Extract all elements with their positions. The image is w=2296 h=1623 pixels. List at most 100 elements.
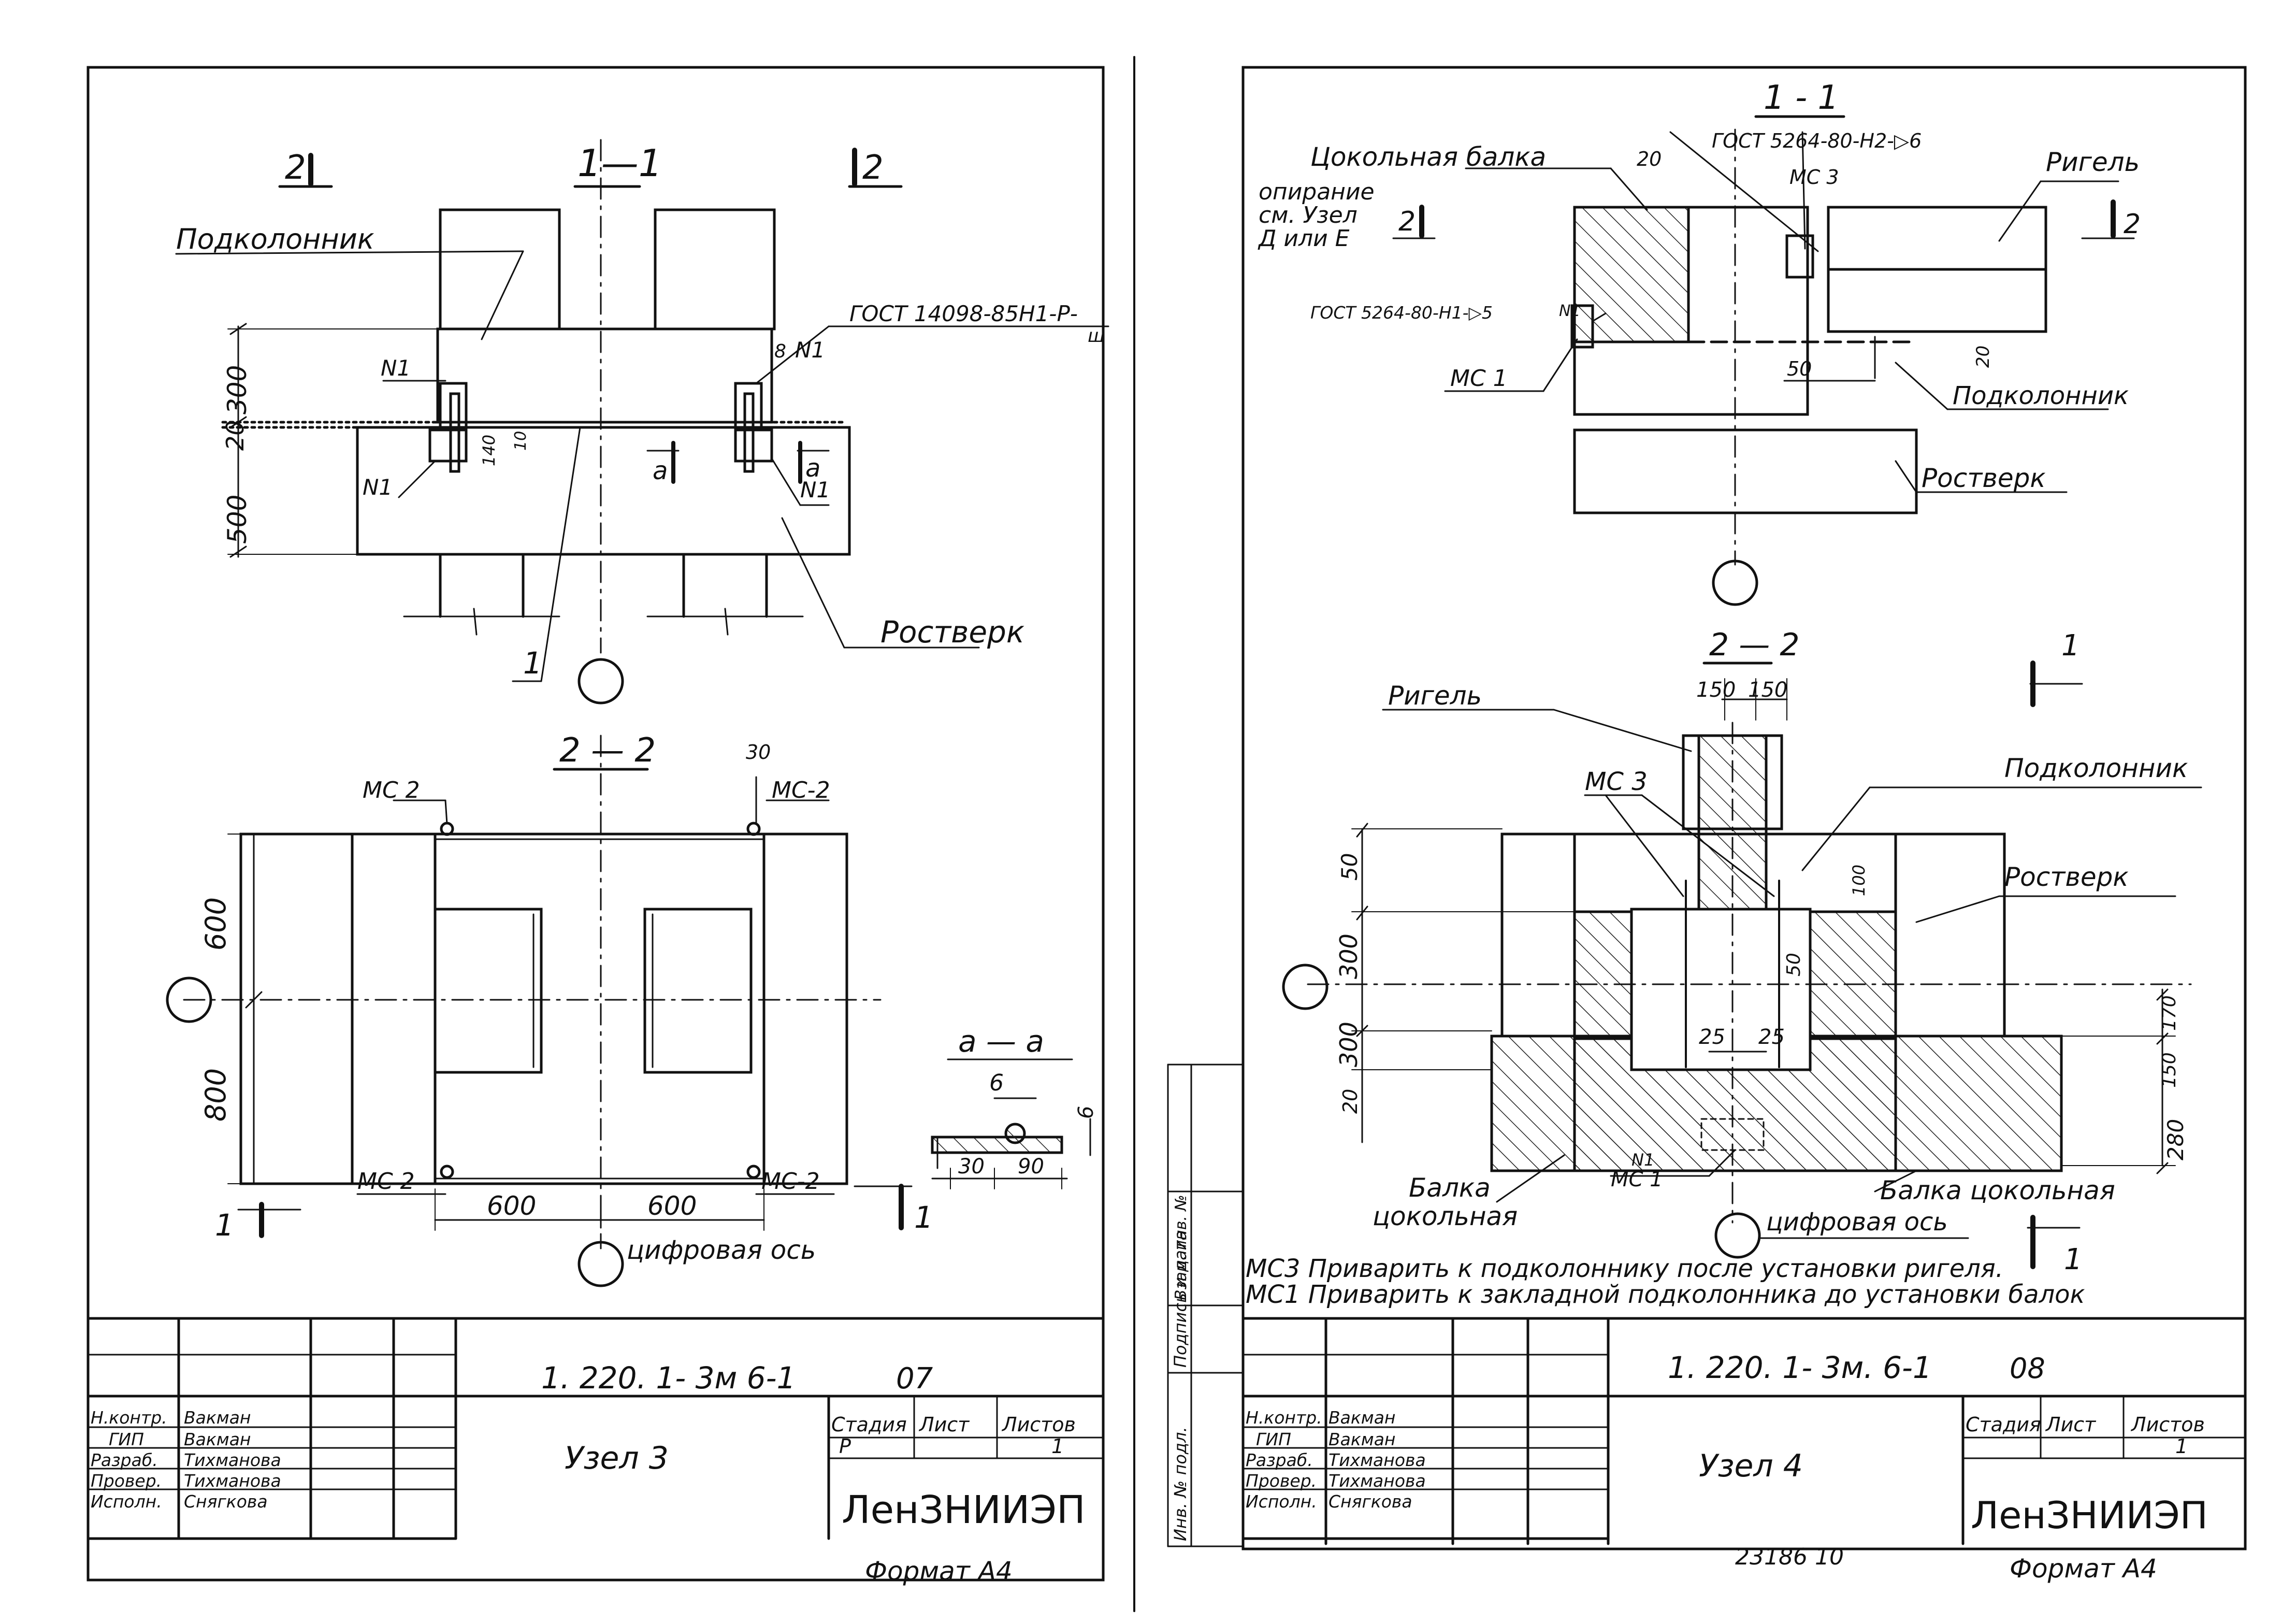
- right-22-title: 2 — 2: [1709, 627, 1800, 663]
- right-11-gost-left: ГОСТ 5264-80-Н1-▷5: [1310, 303, 1493, 323]
- right-tb-role-3: Провер.: [1246, 1471, 1317, 1491]
- right-note-1: МС1 Приварить к закладной подколонника д…: [1246, 1280, 2085, 1309]
- left-11-n1-top-left: N1: [381, 355, 411, 381]
- right-22-axis-label: цифровая ось: [1766, 1208, 1948, 1237]
- right-side-label-2: Взам. инв. №: [1172, 1195, 1190, 1300]
- right-tb-role-4: Исполн.: [1246, 1491, 1317, 1512]
- right-11-mc3: МС 3: [1789, 166, 1839, 189]
- right-11-cut-left: 2: [1398, 206, 1416, 237]
- right-side-label-1: Подпись и дата: [1171, 1230, 1190, 1368]
- left-22-dim-800v: 800: [199, 1068, 232, 1122]
- right-22-podkolonnik: Подколонник: [2004, 753, 2188, 783]
- right-tb-role-1: ГИП: [1256, 1429, 1291, 1449]
- left-11-gost-label: ГОСТ 14098-85Н1-Р-: [849, 301, 1078, 326]
- right-11-dim-20: 20: [1637, 148, 1662, 170]
- left-tb-list-hdr: Лист: [918, 1413, 970, 1436]
- left-11-cut-left: 2: [285, 149, 306, 187]
- right-22-mc3: МС 3: [1585, 767, 1648, 796]
- right-11-bearing-2: см. Узел: [1259, 202, 1358, 228]
- right-22-dim-150b: 150: [1748, 678, 1787, 702]
- right-11-bearing-3: Д или Е: [1258, 225, 1350, 252]
- left-11-dim-10: 10: [512, 431, 530, 451]
- right-11-bearing-1: опирание: [1259, 179, 1375, 205]
- left-22-title: 2 — 2: [559, 731, 656, 770]
- left-11-n1-bottom-right: N1: [800, 477, 830, 502]
- right-tb-org: ЛенЗНИИЭП: [1971, 1493, 2208, 1537]
- left-22-dim-600v: 600: [199, 897, 232, 951]
- right-22-beam-right: Балка цокольная: [1880, 1175, 2115, 1205]
- left-section-1-1: [175, 139, 1109, 705]
- left-11-dim-500: 500: [222, 495, 252, 544]
- left-11-podkolonnik-label: Подколонник: [176, 223, 374, 255]
- right-22-dim-20: 20: [1339, 1089, 1362, 1114]
- left-11-a-mark-left: a: [653, 456, 668, 485]
- left-22-dim-600h-left: 600: [487, 1191, 536, 1221]
- right-22-dim-50: 50: [1337, 853, 1362, 881]
- right-22-cut-1-bottom: 1: [2064, 1243, 2083, 1276]
- right-tb-name-0: Вакман: [1328, 1407, 1396, 1428]
- left-frame: [86, 66, 1105, 1582]
- right-side-label-0: Инв. № подл.: [1171, 1427, 1190, 1541]
- left-tb-role-0: Н.контр.: [91, 1407, 167, 1428]
- right-11-podkolonnik: Подколонник: [1953, 381, 2129, 410]
- right-22-dim-170: 170: [2159, 995, 2180, 1031]
- right-22-n1: N1: [1631, 1150, 1654, 1170]
- left-11-rostverk-label: Ростверк: [880, 614, 1024, 650]
- left-11-dim-20: 20: [221, 420, 249, 451]
- left-tb-format: Формат А4: [865, 1556, 1013, 1586]
- right-tb-stage-hdr: Стадия: [1966, 1413, 2041, 1436]
- left-tb-listov-hdr: Листов: [1001, 1413, 1076, 1436]
- left-22-mc2-bottom-left: МС 2: [357, 1168, 415, 1195]
- right-11-rigel: Ригель: [2046, 147, 2140, 177]
- left-22-mc2-top-left: МС 2: [363, 777, 420, 803]
- left-tb-role-1: ГИП: [109, 1429, 144, 1449]
- right-22-mc1: МС 1: [1611, 1168, 1663, 1191]
- left-11-n1-top-right: N1: [795, 337, 825, 363]
- left-tb-node: Узел 3: [565, 1440, 669, 1476]
- left-tb-name-3: Тихманова: [184, 1471, 281, 1491]
- right-22-dim-50b: 50: [1783, 953, 1804, 976]
- right-11-dim-20b: 20: [1973, 346, 1994, 368]
- left-11-weld-8: 8: [774, 341, 786, 362]
- right-tb-listov-hdr: Листов: [2130, 1413, 2205, 1436]
- right-22-dim-280: 280: [2163, 1119, 2188, 1160]
- left-11-leader-1: 1: [523, 645, 542, 681]
- left-11-cut-right: 2: [862, 149, 884, 187]
- right-tb-sheet-no: 08: [2010, 1352, 2045, 1385]
- left-tb-name-0: Вакман: [184, 1407, 251, 1428]
- right-tb-name-1: Вакман: [1328, 1429, 1396, 1449]
- left-sheet: [86, 56, 1135, 1612]
- left-22-mc2-top-right: МС-2: [772, 777, 830, 803]
- right-22-dim-100: 100: [1849, 865, 1869, 896]
- left-tb-sheet-no: 07: [896, 1362, 933, 1396]
- left-title-block: [86, 1317, 1105, 1540]
- right-11-beam-label: Цокольная балка: [1310, 142, 1546, 172]
- right-22-rostverk: Ростверк: [2004, 862, 2129, 892]
- right-sheet: [1167, 66, 2247, 1550]
- right-11-cut-right: 2: [2124, 209, 2141, 240]
- right-tb-archive: 23186 10: [1735, 1544, 1844, 1570]
- left-tb-role-2: Разраб.: [91, 1450, 158, 1470]
- left-tb-name-1: Вакман: [184, 1429, 251, 1449]
- right-22-dim-300b: 300: [1335, 1022, 1363, 1067]
- right-22-beam-left-2: цокольная: [1373, 1201, 1518, 1231]
- right-frame: [1241, 66, 2247, 1550]
- right-tb-role-2: Разраб.: [1246, 1450, 1313, 1470]
- right-22-dim-25b: 25: [1758, 1025, 1785, 1049]
- left-aa-dim-30: 30: [958, 1155, 985, 1179]
- right-22-dim-300a: 300: [1335, 933, 1363, 979]
- right-section-1-1: [1392, 115, 2135, 606]
- left-aa-dim-6a: 6: [989, 1070, 1004, 1096]
- left-11-dim-140: 140: [479, 435, 499, 466]
- left-tb-listov: 1: [1051, 1435, 1064, 1458]
- left-22-axis-label: цифровая ось: [627, 1235, 816, 1265]
- left-aa-title: а — а: [958, 1024, 1044, 1059]
- left-11-gost-sub: ш: [1088, 325, 1105, 347]
- left-aa-dim-90: 90: [1018, 1155, 1044, 1179]
- left-11-dim-300: 300: [222, 365, 252, 414]
- right-22-dim-150c: 150: [2159, 1052, 2180, 1088]
- left-section-a-a: [931, 1058, 1091, 1189]
- right-22-beam-left-1: Балка: [1409, 1173, 1491, 1203]
- left-aa-dim-6b: 6: [1074, 1106, 1098, 1119]
